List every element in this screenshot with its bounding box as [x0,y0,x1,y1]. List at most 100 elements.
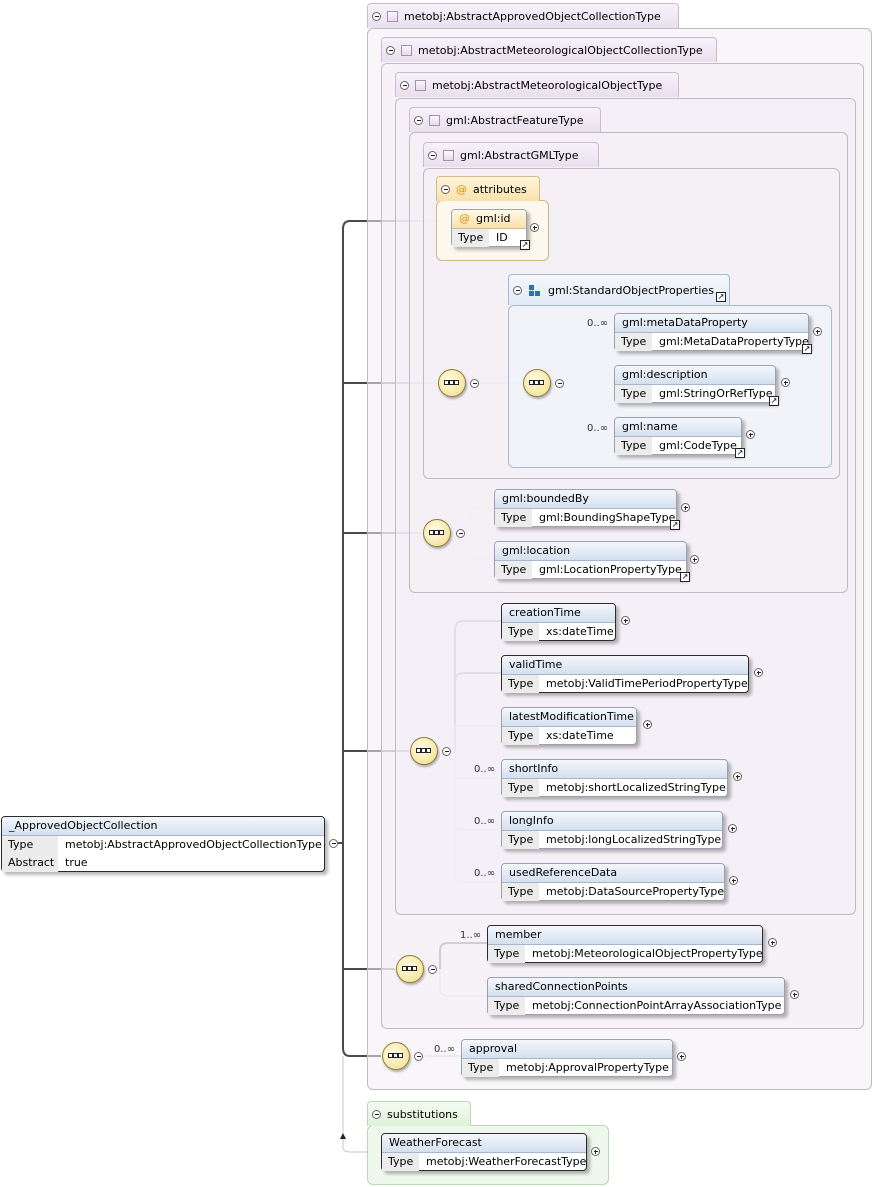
type-key: Type [495,561,532,579]
type-link-icon[interactable]: ↗ [769,396,779,406]
element-name: approval [462,1040,672,1059]
element-name: WeatherForecast [382,1134,586,1153]
element-name: validTime [502,656,748,675]
expand-icon[interactable] [813,327,822,336]
collapse-icon[interactable] [329,839,338,848]
expand-icon[interactable] [690,555,699,564]
tab-met-object-type[interactable]: metobj:AbstractMeteorologicalObjectType [395,72,679,97]
type-value: metobj:longLocalizedStringType [546,833,722,846]
expand-icon[interactable] [746,430,755,439]
sequence-icon [416,746,432,756]
collapse-icon[interactable] [386,45,395,55]
collapse-icon[interactable] [414,1052,423,1061]
element-name: gml:boundedBy [495,490,676,509]
tab-substitutions[interactable]: substitutions [367,1101,471,1126]
tab-abstract-feature-type[interactable]: gml:AbstractFeatureType [409,107,601,132]
expand-icon[interactable] [681,503,690,512]
tab-approved-collection-type[interactable]: metobj:AbstractApprovedObjectCollectionT… [367,3,679,28]
collapse-icon[interactable] [441,184,450,194]
expand-icon[interactable] [733,772,742,781]
sequence-compositor[interactable] [423,519,451,547]
tab-standard-object-properties[interactable]: gml:StandardObjectProperties↗ [508,274,730,305]
type-key: Type [615,437,652,455]
type-link-icon[interactable]: ↗ [680,572,690,582]
expand-icon[interactable] [729,876,738,885]
type-link-icon[interactable]: ↗ [520,240,530,250]
collapse-icon[interactable] [414,115,423,125]
type-value: metobj:ConnectionPointArrayAssociationTy… [532,999,782,1012]
expand-icon[interactable] [677,1052,686,1061]
tab-met-object-collection-type[interactable]: metobj:AbstractMeteorologicalObjectColle… [381,37,717,62]
attributes-label: attributes [473,182,527,196]
type-frame-label: metobj:AbstractApprovedObjectCollectionT… [404,9,661,23]
type-key: Type [2,836,58,854]
element-longinfo[interactable]: longInfo Type metobj:longLocalizedStringT… [501,811,723,849]
complex-type-icon [443,149,454,161]
sequence-compositor[interactable] [523,369,551,397]
collapse-icon[interactable] [513,285,522,295]
element-name: latestModificationTime [502,708,636,727]
collapse-icon[interactable] [372,11,381,21]
collapse-icon[interactable] [456,529,465,538]
type-key: Type [615,333,652,351]
tab-abstract-gml-type[interactable]: gml:AbstractGMLType [423,142,599,167]
collapse-icon[interactable] [470,379,479,388]
expand-icon[interactable] [621,616,630,625]
expand-icon[interactable] [728,824,737,833]
type-key: Type [502,831,539,849]
collapse-icon[interactable] [555,379,564,388]
attribute-name: gml:id [452,210,526,229]
collapse-icon[interactable] [442,747,451,756]
cardinality: 1..∞ [460,930,482,941]
sequence-compositor[interactable] [438,369,466,397]
expand-icon[interactable] [591,1147,600,1156]
element-name: longInfo [502,812,722,831]
type-value: metobj:WeatherForecastType [426,1155,587,1168]
type-value: ID [496,231,508,244]
tab-attributes[interactable]: @attributes [436,176,540,201]
expand-icon[interactable] [643,720,652,729]
expand-icon[interactable] [790,990,799,999]
group-label: gml:StandardObjectProperties [548,283,714,297]
collapse-icon[interactable] [400,80,409,90]
type-link-icon[interactable]: ↗ [735,448,745,458]
type-key: Type [488,945,525,963]
sequence-compositor[interactable] [410,737,438,765]
expand-icon[interactable] [781,378,790,387]
expand-icon[interactable] [530,223,539,232]
sequence-compositor[interactable] [382,1042,410,1070]
collapse-icon[interactable] [372,1109,381,1119]
complex-type-icon [429,114,440,126]
abstract-value: true [65,856,88,869]
sequence-compositor[interactable] [396,955,424,983]
expand-icon[interactable] [768,938,777,947]
type-link-icon[interactable]: ↗ [670,520,680,530]
collapse-icon[interactable] [428,965,437,974]
complex-type-icon [415,79,426,91]
type-link-icon[interactable]: ↗ [802,344,812,354]
type-key: Type [502,623,539,641]
type-value: metobj:shortLocalizedStringType [546,781,726,794]
group-link-icon[interactable]: ↗ [716,292,726,302]
expand-icon[interactable] [754,668,763,677]
type-frame-label: metobj:AbstractMeteorologicalObjectColle… [418,43,703,57]
collapse-icon[interactable] [428,150,437,160]
type-value: metobj:MeteorologicalObjectPropertyType [532,947,763,960]
sequence-icon [402,964,418,974]
